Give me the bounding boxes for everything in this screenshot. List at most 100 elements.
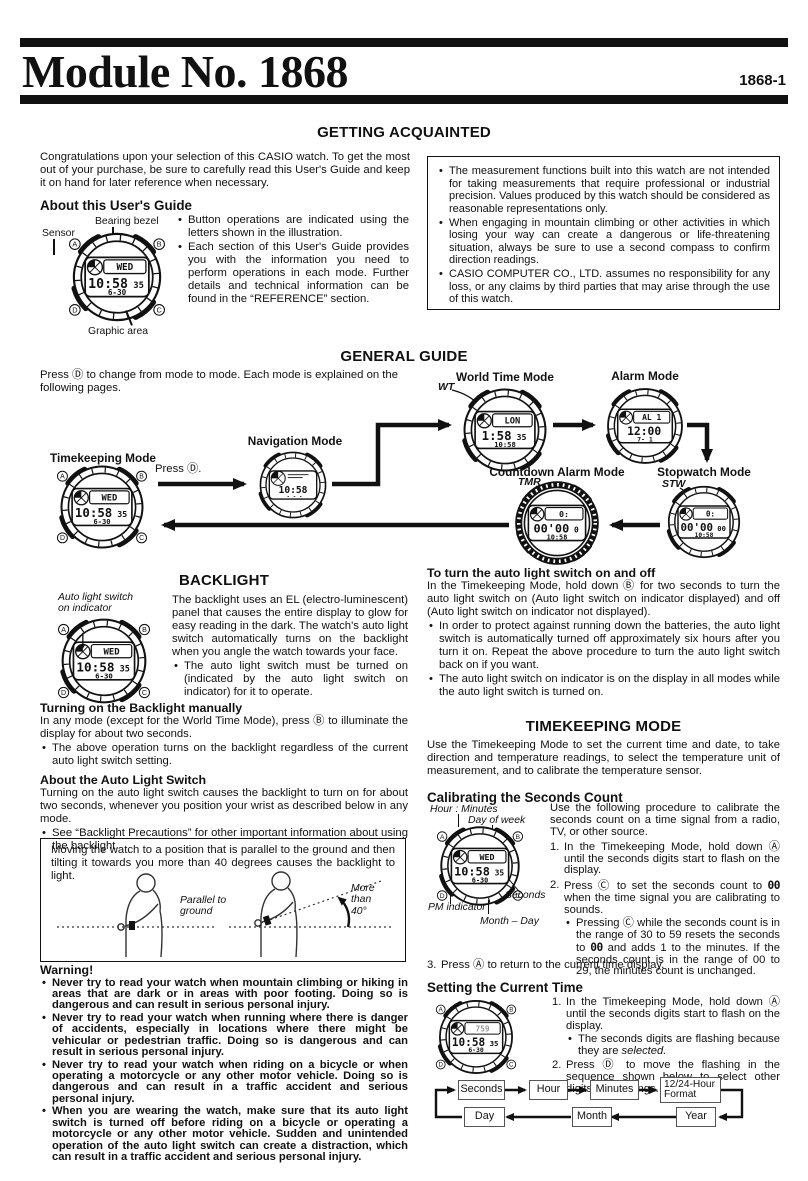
intro-paragraph: Congratulations upon your selection of t… — [40, 151, 410, 189]
hour-minutes-pointer-line — [458, 814, 460, 827]
header-rule-bottom — [20, 95, 788, 104]
svg-text:A: A — [60, 474, 65, 481]
svg-text:10:58 35: 10:58 35 — [75, 505, 127, 520]
svg-text:6-30: 6-30 — [95, 671, 113, 680]
svg-text:00'00 0: 00'00 0 — [533, 522, 579, 536]
warning-bullet-2: Never try to read your watch when runnin… — [40, 1012, 408, 1059]
auto-light-on-off-heading: To turn the auto light switch on and off — [427, 566, 656, 580]
calibrating-steps: Use the following procedure to calibrate… — [550, 802, 781, 978]
mode-label-world-time: World Time Mode — [456, 370, 554, 384]
day-of-week-label: Day of week — [468, 815, 526, 826]
press-d-label: Press Ⓓ. — [155, 463, 202, 475]
warning-bullet-3: Never try to read your watch when riding… — [40, 1059, 408, 1106]
svg-text:A: A — [439, 1007, 444, 1014]
warning-bullet-4: When you are wearing the watch, make sur… — [40, 1106, 408, 1163]
svg-text:B: B — [157, 240, 162, 249]
tilt-figure-caption: Moving the watch to a position that is p… — [51, 844, 395, 882]
header-rule-top — [20, 38, 788, 47]
calibrating-step-2: 2. Press Ⓒ to set the seconds count to 0… — [550, 879, 781, 916]
svg-text:AL 1: AL 1 — [642, 413, 661, 422]
svg-text:10:58 35: 10:58 35 — [454, 865, 504, 879]
mode-cycle-arrows — [158, 389, 713, 531]
tilt-figure-drawing — [57, 871, 391, 958]
sensor-label: Sensor — [42, 228, 75, 239]
svg-text:0:: 0: — [559, 509, 569, 519]
svg-text:6-30: 6-30 — [472, 876, 489, 884]
graphic-area-label: Graphic area — [88, 326, 149, 337]
svg-text:LON: LON — [504, 417, 520, 427]
about-guide-bullets: Button operations are indicated using th… — [176, 213, 409, 306]
flow-box-year: Year — [676, 1107, 716, 1127]
watch-on-wrist-1 — [129, 921, 135, 930]
mode-cycle-diagram: World Time Mode Alarm Mode Navigation Mo… — [40, 368, 780, 572]
backlight-manual-bullet: The above operation turns on the backlig… — [40, 742, 408, 768]
svg-text:C: C — [142, 690, 147, 697]
svg-text:D: D — [61, 690, 66, 697]
tilt-figure-box: Moving the watch to a position that is p… — [40, 838, 406, 962]
svg-text:10:58: 10:58 — [547, 533, 568, 541]
warning-heading: Warning! — [40, 963, 94, 977]
setting-step-1: 1. In the Timekeeping Mode, hold down Ⓐ … — [552, 996, 780, 1032]
backlight-manual-heading: Turning on the Backlight manually — [40, 701, 243, 715]
svg-text:D: D — [60, 535, 65, 542]
backlight-paragraph: The backlight uses an EL (electro-lumine… — [172, 594, 408, 658]
auto-light-switch-bullet: See “Backlight Precautions” for other im… — [40, 827, 408, 853]
svg-text:C: C — [509, 1062, 514, 1069]
module-code: 1868-1 — [739, 72, 786, 89]
svg-text:10:58 35: 10:58 35 — [76, 659, 129, 674]
seconds-label: Seconds — [505, 890, 546, 901]
pm-indicator-label: PM indicator — [428, 902, 486, 913]
backlight-bullet: The auto light switch must be turned on … — [172, 660, 408, 699]
calibrating-step-3: 3. Press Ⓐ to return to the current time… — [427, 959, 665, 971]
calibrating-intro: Use the following procedure to calibrate… — [550, 802, 780, 838]
backlight-manual-body: In any mode (except for the World Time M… — [40, 715, 408, 741]
auto-light-indicator-label: Auto light switch on indicator — [58, 592, 134, 615]
svg-text:B: B — [509, 1007, 513, 1014]
auto-light-switch-heading: About the Auto Light Switch — [40, 773, 207, 787]
bearing-bezel-pointer-line — [112, 227, 114, 238]
safety-bullet-3: CASIO COMPUTER CO., LTD. assumes no resp… — [437, 268, 770, 306]
svg-text:WED: WED — [103, 647, 119, 657]
pm-pointer-line — [450, 894, 452, 904]
svg-text:C: C — [515, 893, 520, 900]
svg-text:B: B — [142, 627, 147, 634]
safety-bullet-1: The measurement functions built into thi… — [437, 165, 770, 216]
timekeeping-intro: Use the Timekeeping Mode to set the curr… — [427, 739, 780, 777]
svg-text:6-30: 6-30 — [108, 288, 127, 297]
flow-box-month: Month — [572, 1107, 612, 1127]
backlight-body: The backlight uses an EL (electro-lumine… — [172, 594, 408, 699]
flow-box-hour: Hour — [529, 1080, 568, 1100]
month-day-pointer-line — [488, 900, 490, 914]
svg-text:7- 1: 7- 1 — [637, 436, 653, 444]
svg-text:D: D — [440, 893, 445, 900]
setting-step-1-note: The seconds digits are flashing because … — [566, 1033, 780, 1058]
svg-text:B: B — [139, 474, 144, 481]
lcd-zero-2: 00 — [590, 940, 603, 954]
flow-box-minutes: Minutes — [590, 1080, 639, 1100]
svg-text:B: B — [516, 834, 521, 841]
svg-text:6-30: 6-30 — [468, 1046, 484, 1054]
svg-text:WED: WED — [480, 852, 495, 862]
svg-text:10:58 35: 10:58 35 — [88, 277, 144, 292]
svg-text:A: A — [61, 627, 66, 634]
setting-time-heading: Setting the Current Time — [427, 980, 583, 995]
mode-label-stopwatch: Stopwatch Mode — [657, 465, 751, 479]
svg-text:10:58: 10:58 — [494, 440, 516, 449]
svg-text:D: D — [72, 305, 77, 314]
parallel-to-ground-label: Parallel to ground — [180, 895, 227, 918]
svg-text:- - -: - - - — [287, 494, 303, 500]
setting-sequence-arrows — [434, 1086, 744, 1121]
stw-indicator-label: STW — [662, 478, 686, 490]
safety-bullet-2: When engaging in mountain climbing or ot… — [437, 217, 770, 268]
wt-indicator-label: WT — [438, 381, 455, 393]
flow-box-seconds: Seconds — [458, 1080, 505, 1100]
svg-text:A: A — [440, 834, 445, 841]
svg-text:WED: WED — [116, 262, 133, 273]
